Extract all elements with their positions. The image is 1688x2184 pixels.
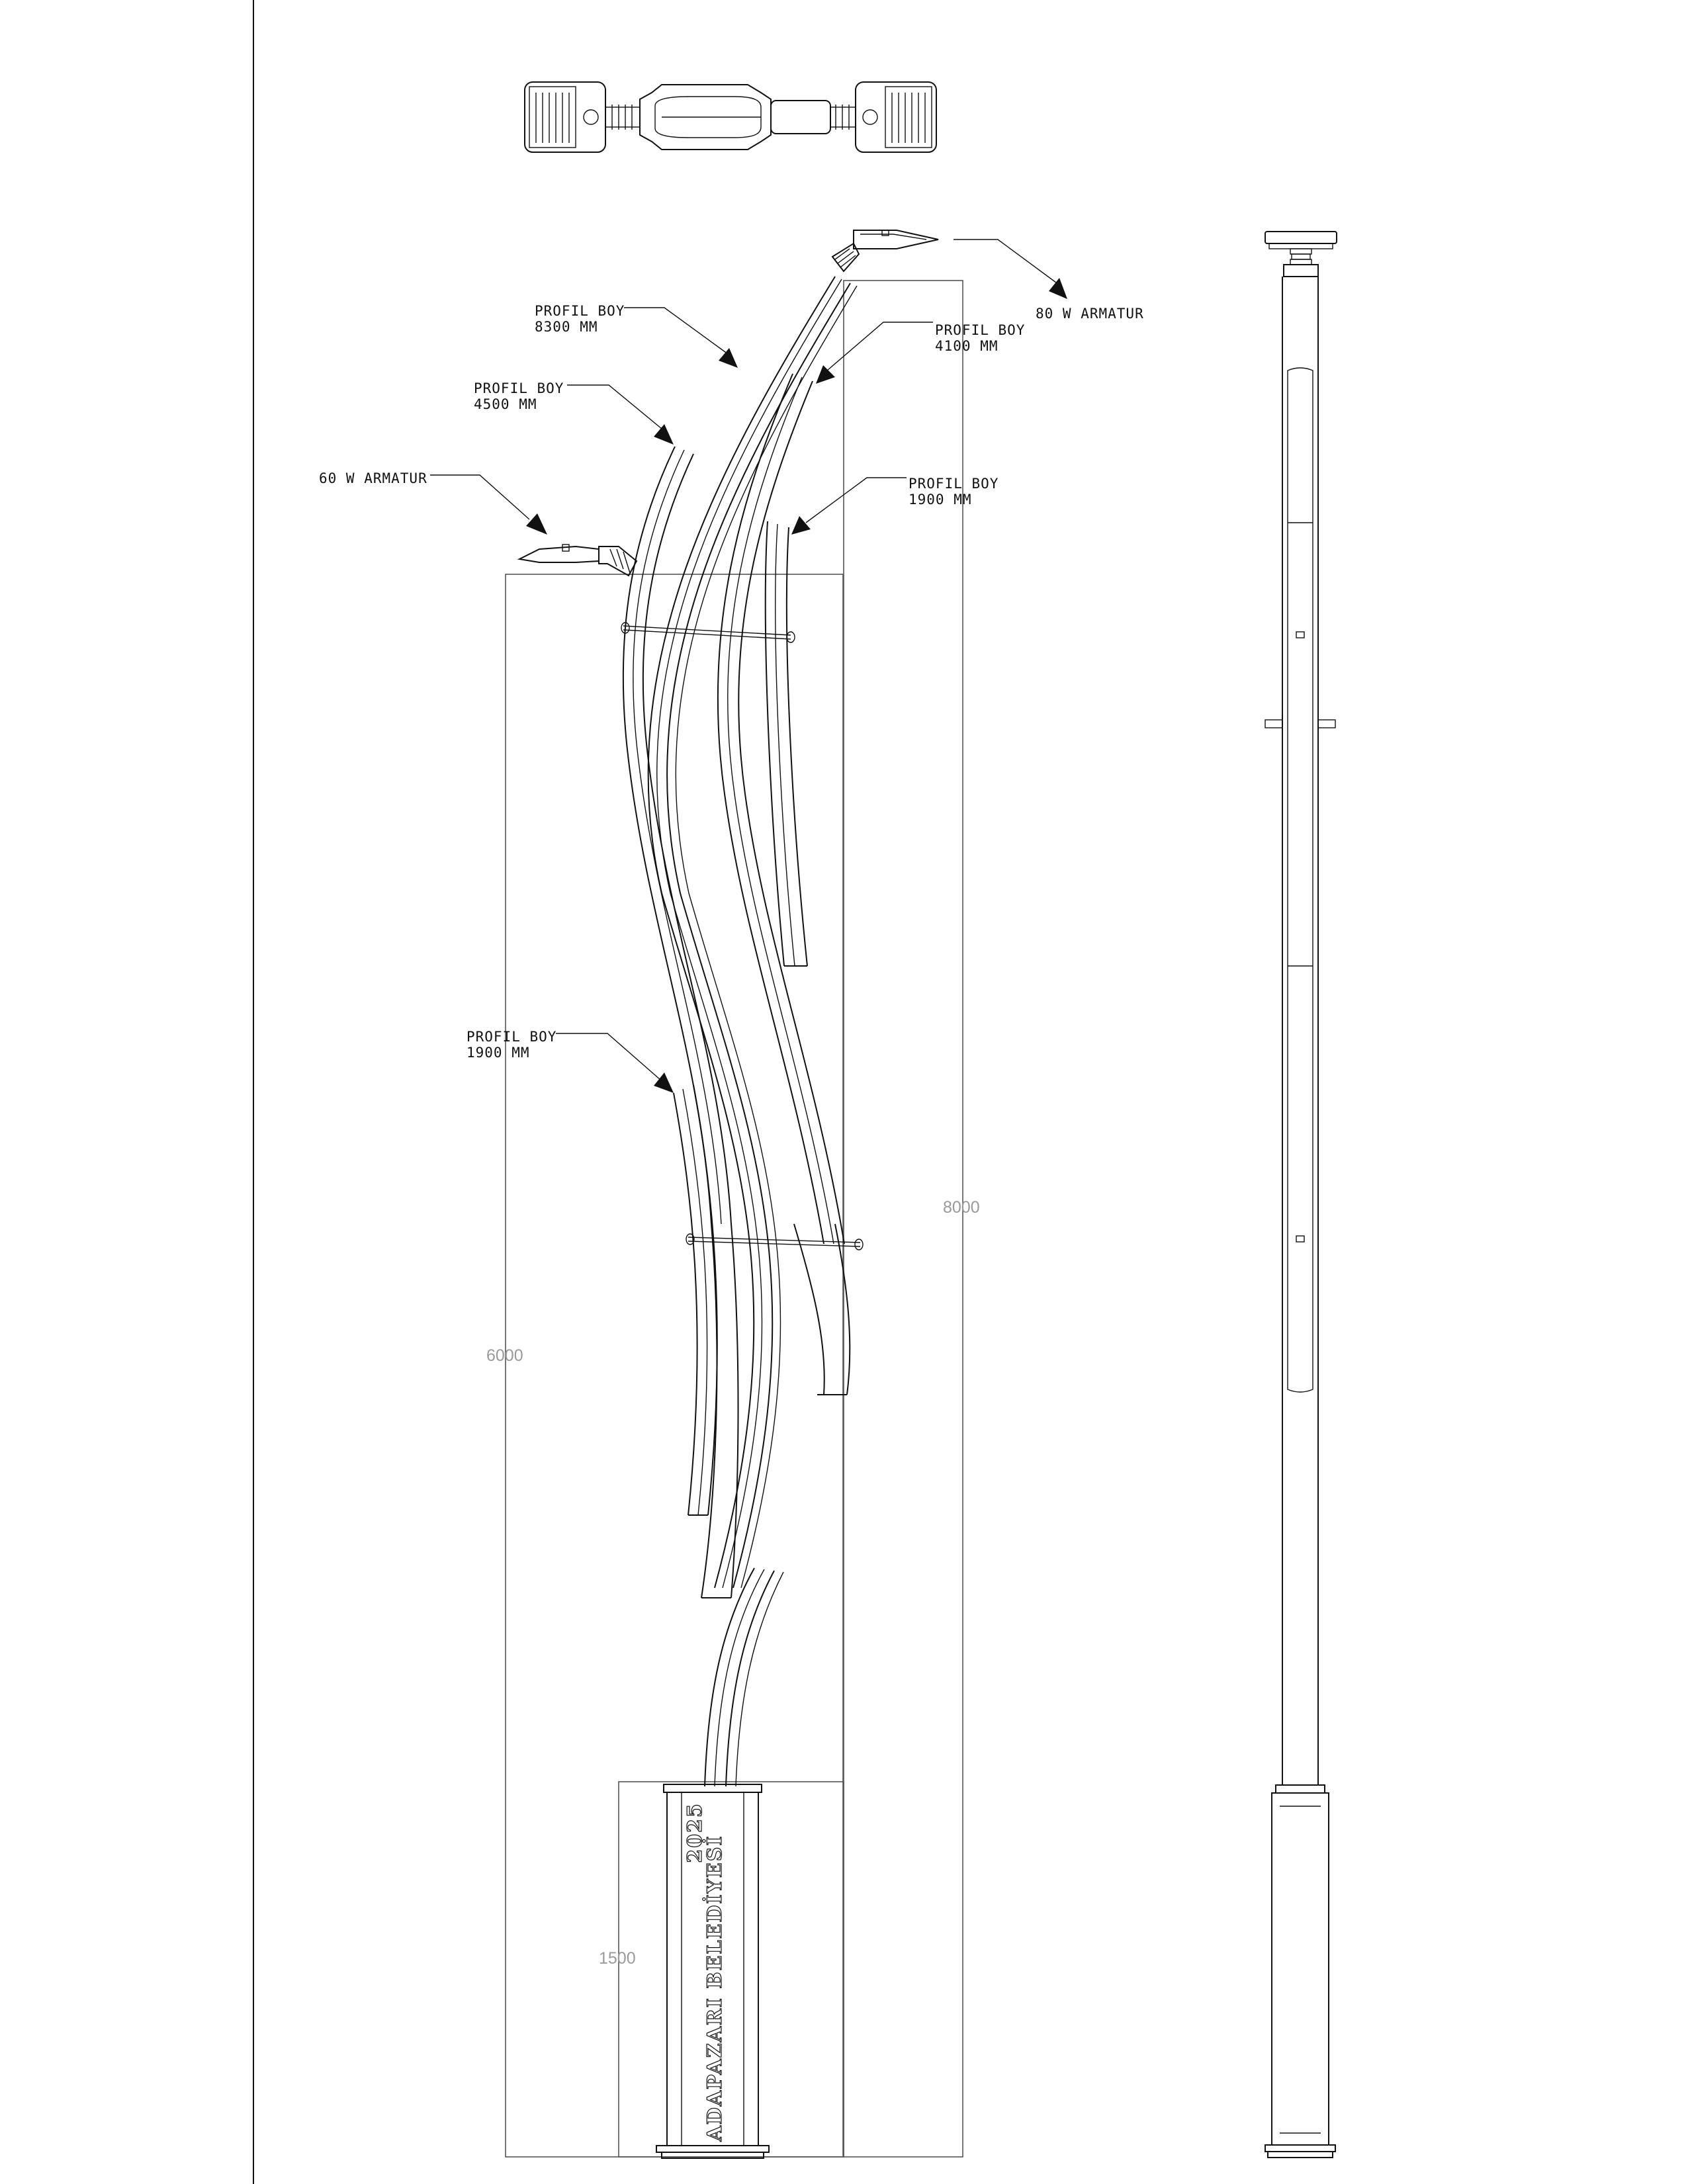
label-profile-4100-value: 4100 MM — [935, 338, 999, 354]
label-profile-1900-lower-value: 1900 MM — [466, 1045, 530, 1061]
lamp-80w-head — [831, 230, 939, 273]
dimension-1500: 1500 — [599, 1949, 636, 1968]
label-profile-4500-value: 4500 MM — [474, 396, 537, 412]
label-profile-1900-lower-title: PROFIL BOY — [466, 1029, 556, 1045]
base-plate-year: 2025 — [684, 1802, 707, 1863]
label-profile-1900-upper-value: 1900 MM — [909, 492, 972, 507]
base-plate-municipality: ADAPAZARI BELEDİYESİ — [702, 1835, 727, 2142]
label-profile-8300-title: PROFIL BOY — [535, 303, 625, 319]
dim-frame-8000 — [843, 280, 963, 2158]
dim-frame-6000 — [505, 574, 844, 2158]
dim-frame-1500 — [618, 1781, 844, 2158]
label-armature-80w: 80 W ARMATUR — [1036, 306, 1144, 322]
label-profile-4500-title: PROFIL BOY — [474, 380, 564, 396]
main-pole-tubes — [621, 276, 864, 1787]
label-profile-8300-value: 8300 MM — [535, 319, 598, 335]
label-armature-60w: 60 W ARMATUR — [319, 470, 427, 486]
label-profile-4100-title: PROFIL BOY — [935, 322, 1025, 338]
dimension-frames — [505, 280, 963, 2158]
dimension-6000: 6000 — [486, 1346, 523, 1365]
side-view-pole — [1265, 231, 1337, 2158]
label-profile-1900-upper-title: PROFIL BOY — [909, 476, 999, 492]
lamp-60w-head — [517, 544, 638, 577]
leader-lines — [430, 239, 1067, 1093]
dimension-8000: 8000 — [943, 1198, 980, 1217]
front-base — [656, 1784, 770, 2159]
top-view-plan — [524, 81, 937, 153]
